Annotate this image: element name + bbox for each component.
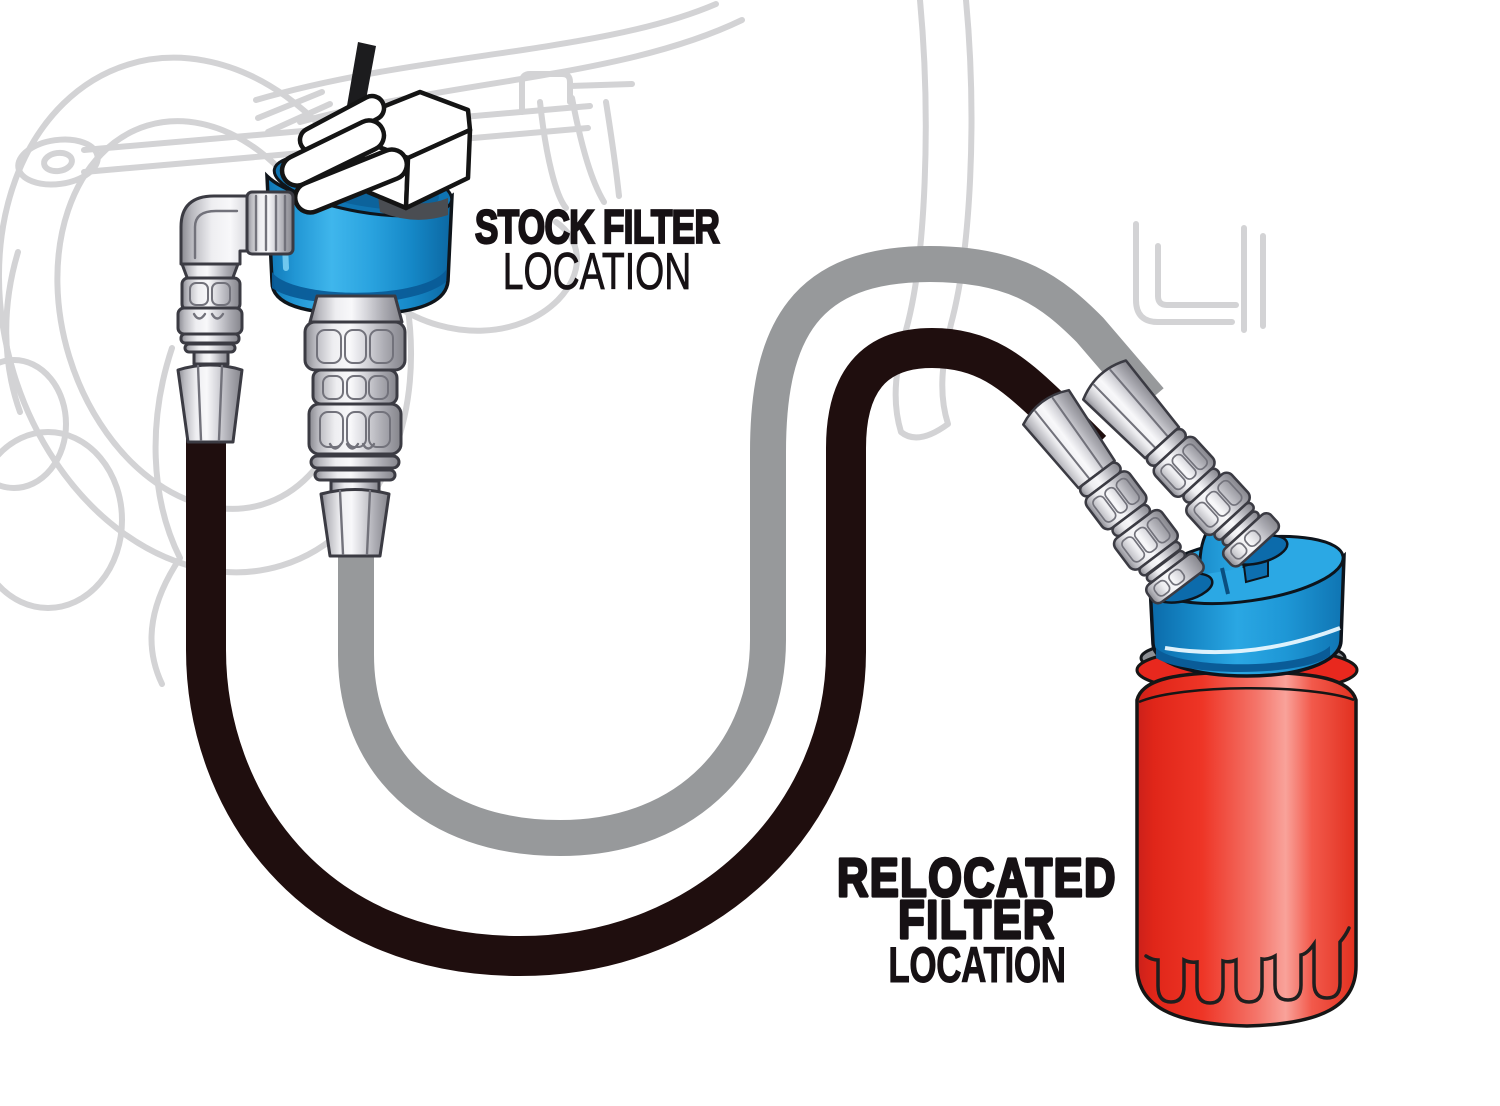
- stock-filter-label-line2: LOCATION: [503, 242, 692, 301]
- labels: STOCK FILTER LOCATION RELOCATED FILTER L…: [474, 199, 1117, 994]
- stock-filter-label-line1: STOCK FILTER: [475, 200, 720, 253]
- relocated-filter-label-line3: LOCATION: [888, 938, 1065, 994]
- engine-mount-hardware: [279, 42, 473, 220]
- stock-bottom-fitting-chain: [303, 294, 407, 558]
- relocated-oil-filter: [1135, 636, 1359, 1028]
- filter-body: [1135, 670, 1358, 1028]
- gray-hose: [338, 245, 1164, 857]
- black-hose: [186, 327, 1107, 977]
- filter-flutes: [1144, 926, 1351, 1005]
- relocated-filter-cap: [1148, 518, 1346, 678]
- relocated-filter-label-line2: FILTER: [898, 891, 1056, 951]
- stock-elbow-fitting: [179, 190, 295, 266]
- stock-left-fitting-chain: [176, 262, 244, 444]
- relocated-filter-label-line1: RELOCATED: [837, 849, 1117, 909]
